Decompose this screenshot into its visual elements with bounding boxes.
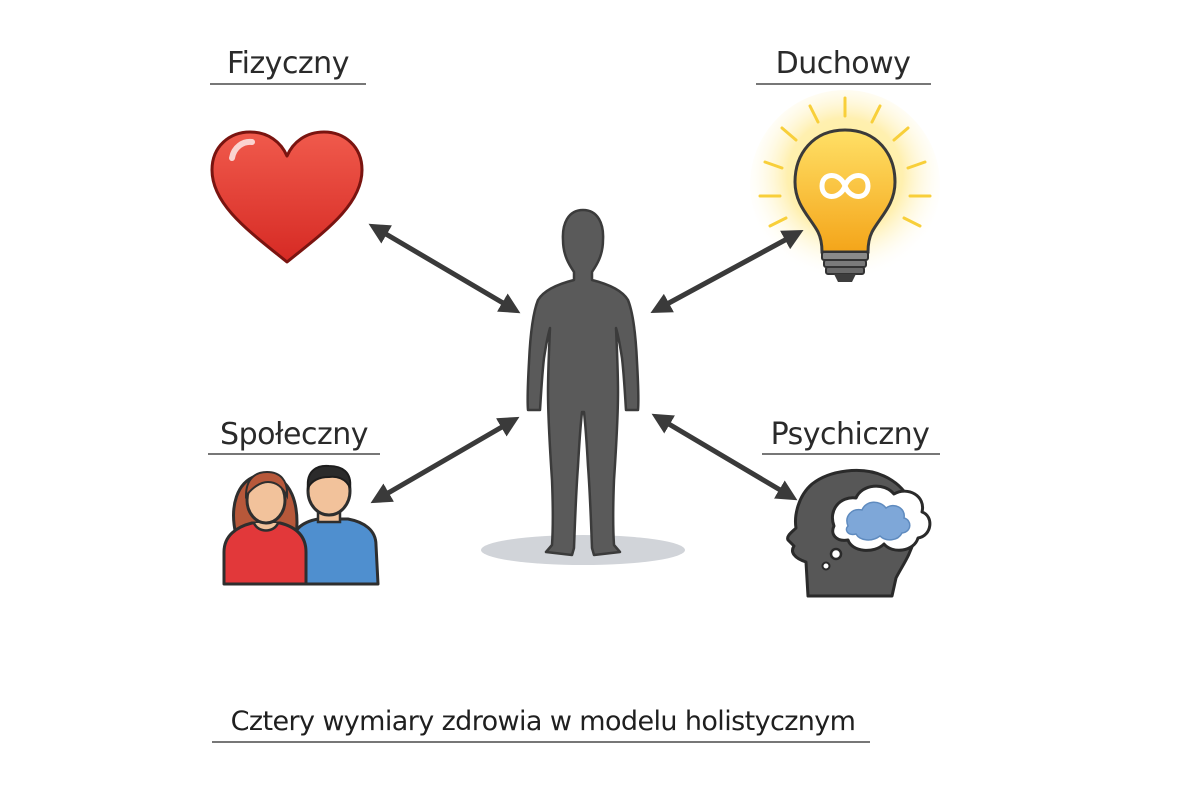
arrow-physical [368, 223, 521, 314]
label-spiritual-text: Duchowy [776, 46, 911, 81]
label-spiritual: Duchowy [756, 46, 931, 85]
human-silhouette-icon [481, 208, 685, 565]
label-social-text: Społeczny [220, 417, 368, 452]
arrow-mental [651, 413, 798, 501]
lightbulb-infinity-icon [750, 90, 940, 282]
arrow-spiritual [650, 229, 804, 314]
man-figure [290, 464, 380, 586]
label-physical: Fizyczny [210, 46, 366, 85]
heart-icon [210, 130, 364, 264]
label-mental-text: Psychiczny [771, 417, 930, 452]
label-physical-text: Fizyczny [227, 46, 349, 81]
arrows [368, 223, 804, 504]
ground-shadow [481, 535, 685, 565]
woman-figure [222, 470, 308, 586]
head-thought-cloud-icon [786, 469, 932, 598]
label-mental: Psychiczny [762, 417, 940, 455]
label-social: Społeczny [208, 417, 380, 455]
arrow-social [370, 416, 520, 504]
caption-text: Cztery wymiary zdrowia w modelu holistyc… [231, 706, 856, 737]
caption: Cztery wymiary zdrowia w modelu holistyc… [212, 706, 870, 743]
couple-icon [222, 464, 380, 586]
